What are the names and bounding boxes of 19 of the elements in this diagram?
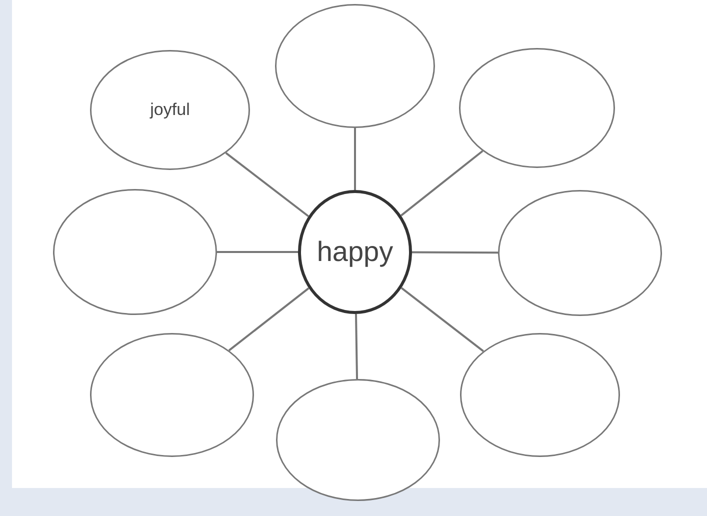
word-ellipse: [275, 4, 435, 128]
center-ellipse: [298, 190, 412, 314]
connector-line: [354, 128, 356, 190]
word-ellipse: [53, 189, 217, 315]
word-ellipse: [460, 333, 620, 457]
connector-line: [355, 314, 358, 380]
connector-line: [400, 150, 484, 216]
word-ellipse: [276, 379, 440, 501]
word-ellipse: [90, 333, 254, 457]
word-ellipse: [498, 190, 662, 316]
word-ellipse: [459, 48, 615, 168]
word-ellipse: [90, 50, 250, 170]
connector-line: [228, 287, 310, 352]
connector-line: [225, 152, 310, 218]
connector-line: [400, 287, 484, 352]
connector-line: [412, 251, 498, 254]
connector-line: [217, 251, 298, 253]
word-label: happy: [316, 236, 394, 268]
word-label: joyful: [150, 100, 190, 120]
